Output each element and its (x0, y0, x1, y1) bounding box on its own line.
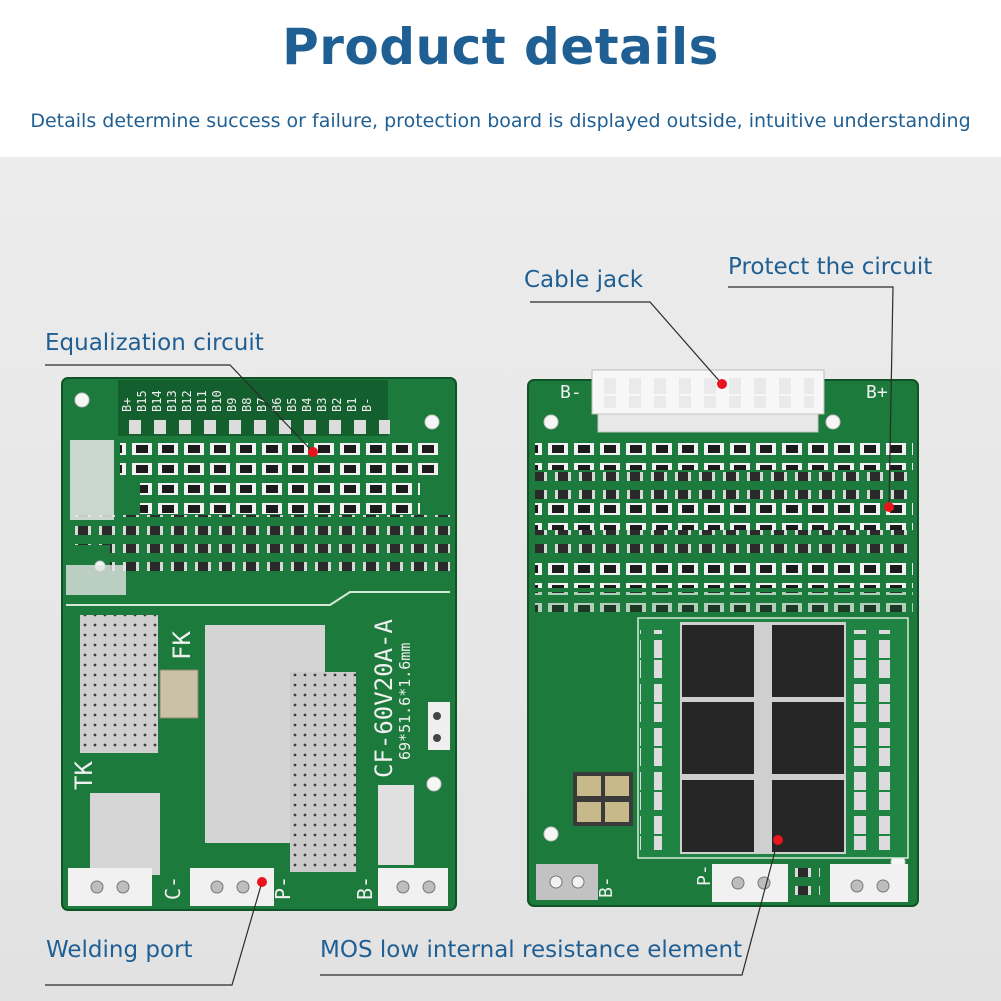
welding-callout: Welding port (46, 937, 193, 963)
model-text: CF-60V20A-A (370, 619, 398, 778)
pin-label: B10 (210, 390, 224, 412)
equalization-leader (45, 364, 314, 453)
welding-leader (45, 881, 263, 986)
callout-lines (45, 286, 894, 986)
protect-marker (884, 502, 894, 512)
header: Product details Details determine succes… (0, 0, 1001, 157)
equalization-marker (308, 447, 318, 457)
equalization-callout: Equalization circuit (45, 330, 264, 356)
cable-jack-leader (530, 301, 723, 385)
c-text: C- (161, 876, 185, 900)
cable-jack-callout: Cable jack (524, 267, 644, 293)
pin-label: B14 (150, 390, 164, 412)
page-subtitle: Details determine success or failure, pr… (30, 110, 971, 132)
bminus-top-text: B- (560, 382, 582, 403)
welding-marker (257, 877, 267, 887)
pin-label: B11 (195, 390, 209, 412)
pin-label: B- (360, 398, 374, 412)
pin-labels: B+ B15 B14 B13 B12 B11 B10 B9 B8 B7 B6 B… (120, 390, 374, 412)
pminus-text: P- (694, 864, 715, 886)
right-pcb-board (527, 369, 919, 907)
pin-label: B2 (330, 398, 344, 412)
p-text: P- (271, 876, 295, 900)
pin-label: B5 (285, 398, 299, 412)
mos-leader (320, 839, 779, 976)
pin-label: B13 (165, 390, 179, 412)
pin-label: B8 (240, 398, 254, 412)
pin-label: B9 (225, 398, 239, 412)
pin-label: B7 (255, 398, 269, 412)
left-pcb-board (61, 377, 457, 911)
protect-callout: Protect the circuit (728, 254, 933, 280)
pin-label: B1 (345, 398, 359, 412)
pin-label: B15 (135, 390, 149, 412)
cable-jack-marker (717, 379, 727, 389)
right-board-silkscreen: B- B+ B- P- (560, 382, 888, 898)
tk-text: TK (70, 761, 98, 790)
page-title: Product details (282, 18, 719, 76)
pin-label: B4 (300, 398, 314, 412)
mos-marker (773, 835, 783, 845)
pin-label: B3 (315, 398, 329, 412)
marker-dots (257, 379, 894, 887)
size-text: 69*51.6*1.6mm (396, 643, 414, 760)
mos-callout: MOS low internal resistance element (320, 937, 743, 963)
fk-text: FK (168, 631, 196, 660)
pin-label: B6 (270, 398, 284, 412)
pin-label: B+ (120, 398, 134, 412)
left-board-silkscreen: CF-60V20A-A 69*51.6*1.6mm FK TK C- P- B- (70, 619, 414, 900)
protect-leader (728, 286, 894, 508)
b-text: B- (353, 876, 377, 900)
bminus-bottom-text: B- (596, 876, 617, 898)
bplus-top-text: B+ (866, 382, 888, 403)
pin-label: B12 (180, 390, 194, 412)
